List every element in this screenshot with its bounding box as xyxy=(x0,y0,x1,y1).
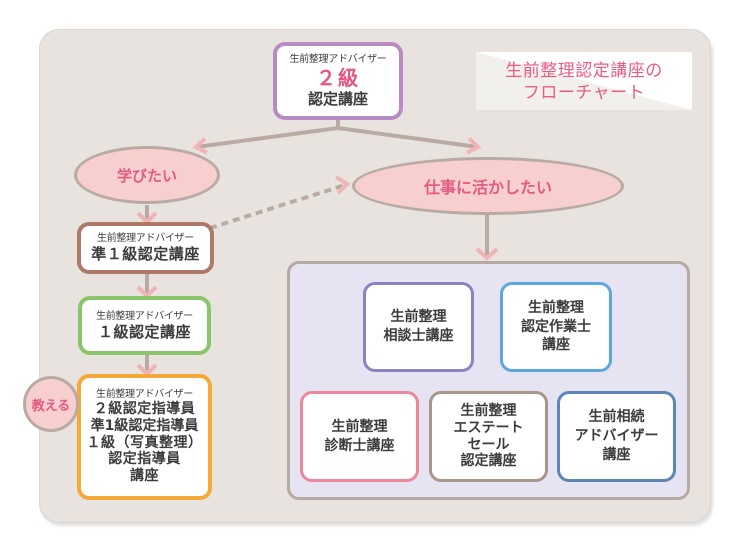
course-category: 生前整理アドバイザー xyxy=(96,389,193,400)
course-line: 生前整理 xyxy=(390,309,447,326)
course-line: 認定作業士 xyxy=(521,318,591,335)
course-box-instructor[interactable]: 生前整理アドバイザー ２級認定指導員 準1級認定指導員 １級（写真整理） 認定指… xyxy=(77,374,212,500)
course-category: 生前整理アドバイザー xyxy=(97,233,194,244)
title-line-1: 生前整理認定講座の xyxy=(505,61,663,81)
connector-to-learn xyxy=(195,126,339,149)
arrowhead-group xyxy=(475,247,499,261)
course-line: 準1級認定指導員 xyxy=(90,417,199,434)
course-line: セール xyxy=(467,436,510,453)
start-course-level: ２級 xyxy=(316,66,360,90)
branch-work[interactable]: 仕事に活かしたい xyxy=(352,157,624,215)
course-name: 準１級認定講座 xyxy=(91,245,200,263)
course-line: 生前整理 xyxy=(528,299,584,316)
arrowhead-work xyxy=(466,137,482,155)
course-box-estate-sale[interactable]: 生前整理 エステート セール 認定講座 xyxy=(429,391,548,482)
course-line: 相談士講座 xyxy=(383,328,454,344)
course-box-certified-worker[interactable]: 生前整理 認定作業士 講座 xyxy=(500,282,612,372)
start-course-name: 認定講座 xyxy=(307,90,368,108)
dashed-connector-pre1-to-work xyxy=(209,183,346,230)
teach-badge: 教える xyxy=(23,376,79,432)
course-line: ２級認定指導員 xyxy=(93,401,196,417)
course-line: 診断士講座 xyxy=(324,437,395,454)
start-course-box[interactable]: 生前整理アドバイザー ２級 認定講座 xyxy=(273,42,403,120)
course-line: 認定講座 xyxy=(460,453,517,470)
course-line: 生前相続 xyxy=(588,409,645,426)
flowchart-title: 生前整理認定講座の フローチャート xyxy=(476,60,692,104)
arrowhead-dashed xyxy=(334,175,351,195)
course-box-inheritance-adviser[interactable]: 生前相続 アドバイザー 講座 xyxy=(557,391,676,482)
course-line: 講座 xyxy=(542,337,570,354)
course-line: １級（写真整理） xyxy=(86,434,203,451)
course-line: 講座 xyxy=(602,446,631,463)
connector-to-work xyxy=(337,126,479,149)
course-name: １級認定講座 xyxy=(97,322,191,341)
teach-label: 教える xyxy=(31,398,71,414)
course-line: 講座 xyxy=(130,468,159,485)
course-box-diagnostician[interactable]: 生前整理 診断士講座 xyxy=(300,391,419,482)
branch-learn[interactable]: 学びたい xyxy=(74,146,220,204)
course-line: 生前整理 xyxy=(331,418,388,435)
start-course-category: 生前整理アドバイザー xyxy=(289,54,387,65)
arrowhead-learn xyxy=(192,137,208,155)
course-category: 生前整理アドバイザー xyxy=(96,310,193,322)
course-box-consultant[interactable]: 生前整理 相談士講座 xyxy=(363,282,474,372)
title-line-2: フローチャート xyxy=(522,83,646,103)
course-line: 生前整理 xyxy=(460,402,517,419)
course-line: アドバイザー xyxy=(574,428,659,445)
course-line: エステート xyxy=(453,419,524,436)
course-box-pre-1st-grade[interactable]: 生前整理アドバイザー 準１級認定講座 xyxy=(77,222,214,274)
branch-work-label: 仕事に活かしたい xyxy=(423,178,552,197)
title-banner xyxy=(476,52,692,110)
course-box-1st-grade[interactable]: 生前整理アドバイザー １級認定講座 xyxy=(78,296,211,355)
course-line: 認定指導員 xyxy=(108,451,181,468)
branch-learn-label: 学びたい xyxy=(116,166,177,185)
